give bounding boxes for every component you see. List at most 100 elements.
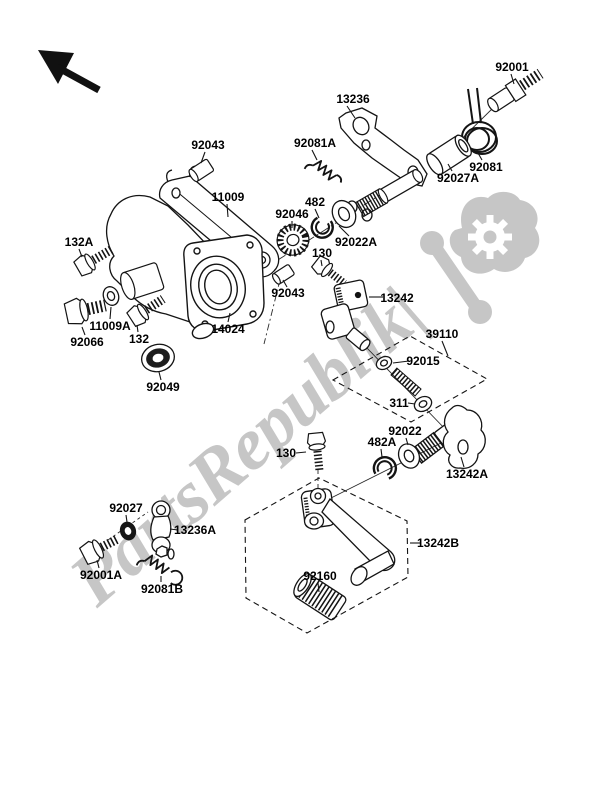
leader-line-92043-3	[200, 151, 206, 164]
leader-line-482-7	[314, 208, 320, 219]
part-92022-washer	[397, 443, 421, 469]
leader-lines	[78, 73, 515, 593]
part-label-92043-3: 92043	[191, 138, 225, 152]
gear-icon	[468, 215, 512, 259]
part-label-11009-4: 11009	[211, 190, 245, 204]
part-39110-rod	[390, 367, 422, 397]
leader-line-130-25	[295, 451, 307, 454]
part-label-13242b-26: 13242B	[416, 536, 460, 550]
part-label-11009a-14: 11009A	[89, 319, 131, 333]
part-label-311-21: 311	[389, 396, 409, 410]
leader-line-13236a-29	[169, 528, 179, 531]
leader-line-92015-20	[392, 360, 410, 364]
leader-line-130-11	[320, 259, 323, 267]
part-label-482a-23: 482A	[367, 435, 397, 449]
part-92001-bolt	[487, 68, 544, 113]
part-label-13242-13: 13242	[380, 291, 414, 305]
part-13242-shift-arm	[320, 279, 371, 352]
leader-line-311-21	[407, 402, 416, 405]
part-14024-housing	[183, 234, 265, 340]
part-label-92022a-9: 92022A	[334, 235, 378, 249]
part-92043-pin-lower	[271, 264, 295, 285]
part-label-92001a-30: 92001A	[79, 568, 123, 582]
leader-line-132-16	[136, 324, 139, 333]
part-130-bolt-upper	[310, 255, 347, 287]
leader-line-92027a-5	[447, 163, 453, 172]
dashed-group-boxes	[244, 335, 489, 634]
part-label-92046-8: 92046	[275, 207, 309, 221]
part-482a-clip	[372, 456, 398, 480]
part-13242a-shift-shaft	[410, 404, 486, 469]
group-box-13242b	[244, 477, 409, 634]
leader-line-92027-28	[125, 514, 128, 523]
part-label-14024-17: 14024	[211, 322, 245, 336]
part-label-13242a-24: 13242A	[445, 467, 489, 481]
part-92066-bolt	[63, 297, 107, 325]
part-label-92066-15: 92066	[70, 335, 104, 349]
leader-line-92001a-30	[96, 559, 100, 569]
leader-line-39110-19	[441, 340, 449, 357]
part-label-92043-12: 92043	[271, 286, 305, 300]
leader-line-132a-10	[78, 248, 83, 258]
leader-line-92043-12	[282, 279, 288, 288]
part-482-clip	[310, 216, 334, 239]
part-92081a-spring	[303, 160, 343, 183]
leader-line-92049-18	[158, 371, 162, 381]
part-92160-rubber	[293, 572, 347, 621]
part-label-92015-20: 92015	[406, 354, 440, 368]
leader-line-92001-0	[510, 73, 515, 85]
part-label-132-16: 132	[128, 332, 150, 346]
part-label-130-25: 130	[275, 446, 297, 460]
part-label-92027a-5: 92027A	[436, 171, 480, 185]
part-label-39110-19: 39110	[425, 327, 459, 341]
leader-line-92066-15	[81, 326, 86, 336]
part-label-92022-22: 92022	[388, 424, 422, 438]
part-92081b-spring	[135, 554, 184, 586]
part-92022a-washer	[331, 199, 357, 229]
part-label-92081a-2: 92081A	[293, 136, 337, 150]
part-label-92160-27: 92160	[303, 569, 337, 583]
part-13242b-pedal	[293, 487, 396, 621]
part-130-bolt-lower	[306, 431, 327, 472]
part-92015-nut	[375, 355, 393, 371]
group-box-39110	[331, 335, 489, 423]
part-label-482-7: 482	[304, 195, 326, 209]
gear-splash-icon	[420, 191, 540, 324]
part-11009a-washer	[102, 286, 120, 306]
part-label-92081-6: 92081	[469, 160, 503, 174]
part-92046-gear	[276, 223, 310, 257]
part-gearchange-shaft	[354, 169, 424, 218]
part-label-92027-28: 92027	[109, 501, 143, 515]
part-label-92081b-31: 92081B	[140, 582, 184, 596]
part-label-13236-1: 13236	[336, 92, 370, 106]
leader-line-92022-22	[405, 437, 409, 446]
leader-line-11009a-14	[109, 306, 112, 320]
leader-line-14024-17	[227, 312, 231, 323]
leader-line-482a-23	[380, 448, 383, 458]
part-132a-bolt	[73, 245, 115, 277]
part-13236a-lever	[150, 500, 175, 560]
part-92027a-collar	[426, 134, 472, 176]
part-label-92001-0: 92001	[495, 60, 529, 74]
part-92001a-bolt	[78, 535, 120, 566]
part-13236-ratchet-plate	[338, 107, 428, 222]
part-label-13236a-29: 13236A	[173, 523, 217, 537]
part-92049-seal	[141, 343, 175, 373]
leader-line-11009-4	[226, 203, 229, 218]
leader-line-92081a-2	[311, 149, 318, 161]
part-label-132a-10: 132A	[64, 235, 94, 249]
part-311-nut	[413, 395, 433, 413]
part-92043-pin-top	[188, 158, 215, 183]
leader-line-92081-6	[477, 152, 483, 161]
leader-line-13242a-24	[460, 456, 465, 468]
part-132-bolt	[126, 295, 166, 328]
leader-line-13236-1	[346, 105, 356, 119]
part-label-92049-18: 92049	[146, 380, 180, 394]
leader-line-92022a-9	[338, 225, 350, 237]
part-label-130-11: 130	[311, 246, 333, 260]
leader-line-92160-27	[317, 582, 320, 593]
direction-arrow-icon	[38, 50, 101, 94]
